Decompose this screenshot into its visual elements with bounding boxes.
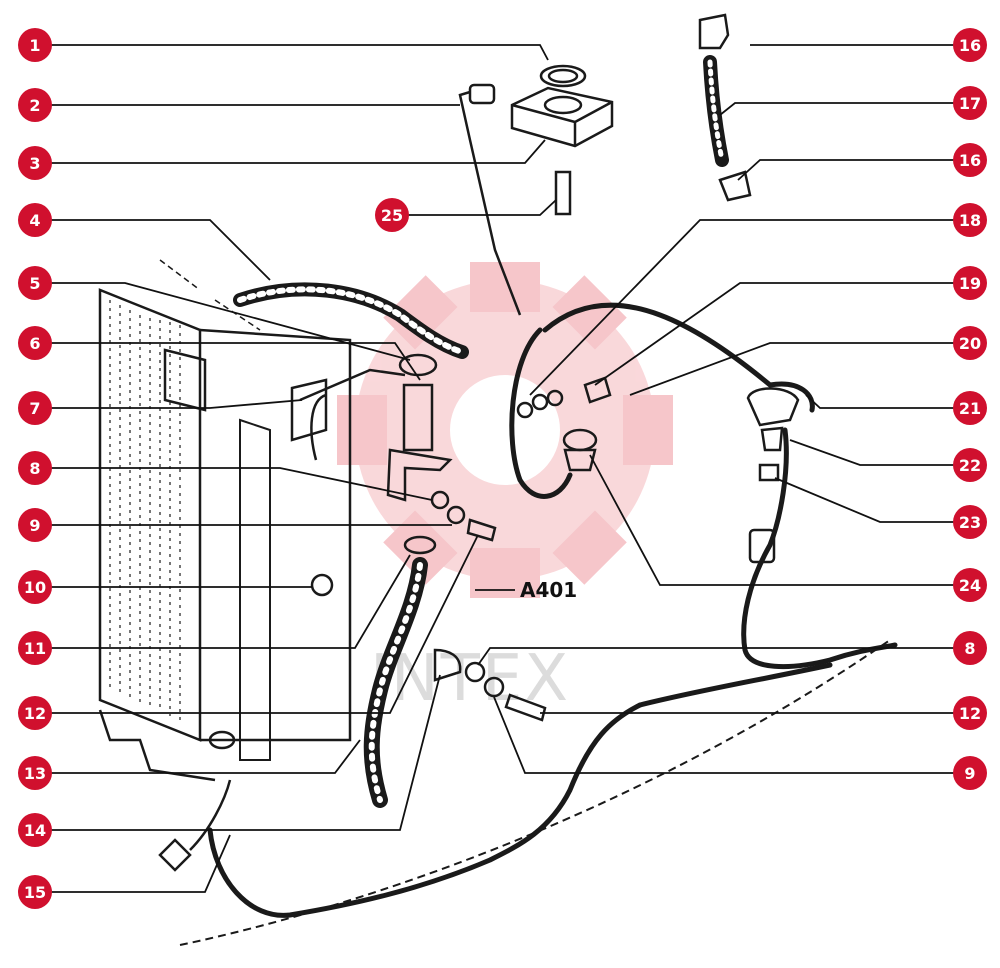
callout-circle xyxy=(18,451,52,485)
callout-label: 12 xyxy=(959,704,981,723)
callout-7: 7 xyxy=(18,391,52,425)
callout-circle xyxy=(18,813,52,847)
leader-lines xyxy=(50,44,965,893)
callout-9: 9 xyxy=(18,508,52,542)
callout-label: 8 xyxy=(29,459,40,478)
callout-label: 5 xyxy=(29,274,40,293)
callout-11: 11 xyxy=(18,631,52,665)
callout-circle xyxy=(375,198,409,232)
switches-drawing xyxy=(516,376,800,564)
callout-label: 3 xyxy=(29,154,40,173)
radiator-drawing xyxy=(98,259,352,782)
callout-circle xyxy=(18,391,52,425)
washer-pump-drawing xyxy=(290,353,453,502)
callout-16: 16 xyxy=(953,28,987,62)
callout-8: 8 xyxy=(18,451,52,485)
callout-2: 2 xyxy=(18,88,52,122)
callout-label: 2 xyxy=(29,96,40,115)
callout-21: 21 xyxy=(953,391,987,425)
callout-9: 9 xyxy=(953,756,987,790)
callout-24: 24 xyxy=(953,568,987,602)
callout-14: 14 xyxy=(18,813,52,847)
callout-label: 11 xyxy=(24,639,46,658)
callout-label: 12 xyxy=(24,704,46,723)
callout-label: 24 xyxy=(959,576,981,595)
callout-circle xyxy=(18,875,52,909)
callout-12: 12 xyxy=(18,696,52,730)
callout-16: 16 xyxy=(953,143,987,177)
callout-circle xyxy=(18,508,52,542)
callout-circle xyxy=(953,203,987,237)
callout-circle xyxy=(18,326,52,360)
callout-label: 18 xyxy=(959,211,981,230)
watermark-gear-icon xyxy=(337,262,673,598)
callout-12: 12 xyxy=(953,696,987,730)
callout-10: 10 xyxy=(18,570,52,604)
callout-label: 7 xyxy=(29,399,40,418)
callout-label: 4 xyxy=(29,211,40,230)
callout-label: 9 xyxy=(29,516,40,535)
callout-3: 3 xyxy=(18,146,52,180)
callout-circle xyxy=(18,266,52,300)
callout-label: 10 xyxy=(24,578,46,597)
callout-6: 6 xyxy=(18,326,52,360)
callout-label: 6 xyxy=(29,334,40,353)
callout-label: 14 xyxy=(24,821,46,840)
callout-circle xyxy=(953,326,987,360)
callout-8: 8 xyxy=(953,631,987,665)
callout-label: 16 xyxy=(959,36,981,55)
callout-label: 9 xyxy=(964,764,975,783)
callout-22: 22 xyxy=(953,448,987,482)
callout-circle xyxy=(953,143,987,177)
reference-code: A401 xyxy=(520,578,577,602)
wiring-harness-drawing xyxy=(207,302,898,918)
callout-circle xyxy=(953,696,987,730)
connector-drawing xyxy=(158,730,236,872)
callout-circle xyxy=(953,28,987,62)
callout-circle xyxy=(18,28,52,62)
callout-circle xyxy=(953,448,987,482)
callout-20: 20 xyxy=(953,326,987,360)
callout-label: 22 xyxy=(959,456,981,475)
callout-circle xyxy=(953,391,987,425)
callout-label: 21 xyxy=(959,399,981,418)
callout-label: 16 xyxy=(959,151,981,170)
callout-1: 1 xyxy=(18,28,52,62)
callout-19: 19 xyxy=(953,266,987,300)
callout-25: 25 xyxy=(375,198,409,232)
callout-label: 17 xyxy=(959,94,981,113)
callout-4: 4 xyxy=(18,203,52,237)
callout-label: 25 xyxy=(381,206,403,225)
callout-circle xyxy=(953,631,987,665)
callout-label: 1 xyxy=(29,36,40,55)
callout-17: 17 xyxy=(953,86,987,120)
callout-label: 20 xyxy=(959,334,981,353)
callout-label: 13 xyxy=(24,764,46,783)
nozzle-hose-drawing xyxy=(698,13,752,202)
callout-circle xyxy=(18,146,52,180)
callout-circle xyxy=(18,203,52,237)
callout-label: 8 xyxy=(964,639,975,658)
callout-circle xyxy=(18,756,52,790)
small-parts-drawing xyxy=(310,490,547,722)
callout-5: 5 xyxy=(18,266,52,300)
callout-label: 23 xyxy=(959,513,981,532)
callout-circle xyxy=(18,631,52,665)
callout-circle xyxy=(953,568,987,602)
callout-circle xyxy=(18,696,52,730)
callout-18: 18 xyxy=(953,203,987,237)
callout-label: 15 xyxy=(24,883,46,902)
callout-circle xyxy=(18,570,52,604)
callout-circle xyxy=(953,756,987,790)
callout-15: 15 xyxy=(18,875,52,909)
callout-circle xyxy=(18,88,52,122)
callout-circle xyxy=(953,505,987,539)
callout-13: 13 xyxy=(18,756,52,790)
callout-circle xyxy=(953,266,987,300)
callout-circle xyxy=(953,86,987,120)
callout-label: 19 xyxy=(959,274,981,293)
callout-23: 23 xyxy=(953,505,987,539)
